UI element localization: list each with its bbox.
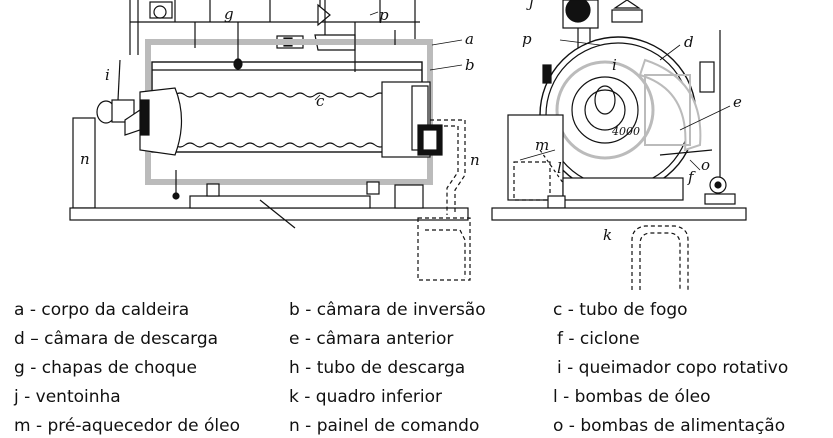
legend-item-c: c - tubo de fogo [553,300,688,320]
label-m: m [535,136,549,154]
legend-item-h: h - tubo de descarga [289,358,466,378]
label-n-front: n [470,151,480,169]
label-i: i [105,66,110,84]
gauge-text: 4000 [611,125,640,138]
legend-item-o: o - bombas de alimentação [553,416,786,436]
legend-item-d: d – câmara de descarga [14,329,219,349]
label-d: d [684,33,694,51]
legend: a - corpo da caldeira b - câmara de inve… [0,296,833,438]
label-n: n [80,150,90,168]
legend-item-k: k - quadro inferior [289,387,443,407]
legend-item-f: f - ciclone [557,329,640,349]
label-l: l [557,159,562,177]
label-a: a [465,30,474,48]
legend-item-b: b - câmara de inversão [289,300,486,320]
label-c: c [316,92,325,110]
legend-item-j: j - ventoinha [14,387,121,407]
label-p: p [379,6,389,24]
legend-item-i: i - queimador copo rotativo [557,358,789,378]
front-view-labels [519,39,731,171]
side-view-labels [314,11,463,101]
label-e: e [733,93,742,111]
label-k: k [603,226,612,244]
label-o: o [701,156,710,174]
legend-item-n: n - painel de comando [289,416,480,436]
legend-item-a: a - corpo da caldeira [14,300,190,320]
label-b: b [465,56,475,74]
legend-item-l: l - bombas de óleo [553,387,711,407]
label-i-front: i [612,56,617,74]
label-j: j [526,0,534,11]
side-view [69,0,471,281]
legend-item-g: g - chapas de choque [14,358,197,378]
legend-item-m: m - pré-aquecedor de óleo [14,416,240,436]
label-p-front: p [522,30,532,48]
label-f: f [687,168,696,186]
legend-item-e: e - câmara anterior [289,329,454,349]
boiler-diagram: g p a b i c n [69,0,747,290]
label-g: g [224,5,234,23]
